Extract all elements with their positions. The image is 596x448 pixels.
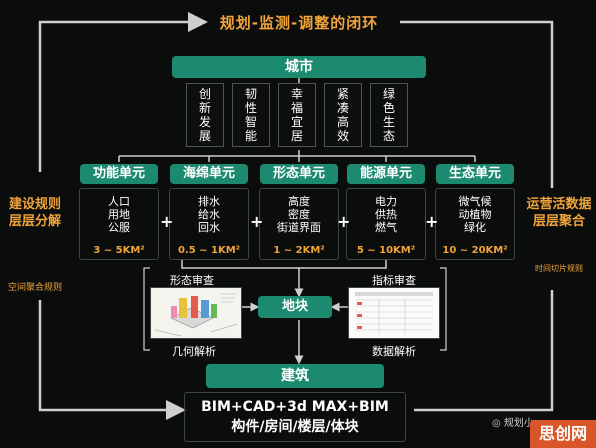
unit-item: 电力: [375, 195, 397, 208]
unit-item: 回水: [198, 221, 220, 234]
form-review-title: 形态审查: [170, 274, 214, 287]
unit-area: 1 ~ 2KM²: [273, 245, 325, 256]
building-node[interactable]: 建筑: [206, 364, 384, 388]
pillar-compactness: 紧凑高效: [324, 83, 362, 147]
plus-sign: +: [250, 212, 264, 231]
wechat-icon: ◎: [492, 418, 504, 429]
unit-area: 10 ~ 20KM²: [442, 245, 508, 256]
site-logo: 思创网: [530, 420, 596, 448]
unit-item: 高度: [288, 195, 310, 208]
right-side-title: 运营活数据层层聚合: [526, 197, 592, 229]
loop-arrow-top-left: [38, 12, 208, 172]
unit-ecology[interactable]: 生态单元: [436, 164, 514, 184]
unit-item: 绿化: [464, 221, 486, 234]
unit-item: 密度: [288, 208, 310, 221]
unit-function-panel: 人口 用地 公服 3 ~ 5KM²: [79, 188, 159, 260]
city-branch: [118, 78, 476, 162]
index-review-frame: [440, 267, 447, 351]
form-review-image: [150, 287, 242, 339]
loop-line-right-bottom: [414, 290, 554, 412]
form-review-caption: 几何解析: [172, 345, 216, 358]
block-node[interactable]: 地块: [258, 296, 332, 318]
unit-item: 人口: [108, 195, 130, 208]
pillar-resilience: 韧性智能: [232, 83, 270, 147]
form-review-bracket: [181, 260, 300, 276]
unit-energy-panel: 电力 供热 燃气 5 ~ 10KM²: [346, 188, 426, 260]
tools-line-1: BIM+CAD+3d MAX+BIM: [201, 399, 389, 415]
left-side-title: 建设规则层层分解: [8, 197, 61, 229]
unit-sponge-panel: 排水 给水 回水 0.5 ~ 1KM²: [169, 188, 249, 260]
loop-line-top-right: [400, 20, 554, 188]
unit-area: 0.5 ~ 1KM²: [177, 245, 241, 256]
pillar-livability: 幸福宜居: [278, 83, 316, 147]
unit-form-panel: 高度 密度 街道界面 1 ~ 2KM²: [259, 188, 339, 260]
form-review-frame: [143, 267, 150, 351]
unit-item: 动植物: [458, 208, 492, 221]
unit-item: 用地: [108, 208, 130, 221]
index-review-title: 指标审查: [372, 274, 416, 287]
unit-item: 燃气: [375, 221, 397, 234]
unit-item: 供热: [375, 208, 397, 221]
loop-arrow-left-bottom: [38, 300, 186, 420]
index-review-caption: 数据解析: [372, 345, 416, 358]
index-review-bracket: [299, 260, 387, 269]
left-side-subtitle: 空间聚合规则: [7, 283, 62, 293]
3d-model-icon: [151, 288, 241, 338]
tools-panel: BIM+CAD+3d MAX+BIM 构件/房间/楼层/体块: [184, 392, 406, 442]
plus-sign: +: [160, 212, 174, 231]
watermark: ◎ 规划小: [492, 414, 592, 429]
unit-area: 5 ~ 10KM²: [356, 245, 416, 256]
unit-ecology-panel: 微气候 动植物 绿化 10 ~ 20KM²: [435, 188, 515, 260]
unit-sponge[interactable]: 海绵单元: [170, 164, 248, 184]
right-side-subtitle: 时间切片规则: [535, 264, 583, 273]
unit-item: 排水: [198, 195, 220, 208]
pillar-ecology: 绿色生态: [370, 83, 408, 147]
unit-energy[interactable]: 能源单元: [347, 164, 425, 184]
plus-sign: +: [337, 212, 351, 231]
plus-sign: +: [425, 212, 439, 231]
unit-area: 3 ~ 5KM²: [93, 245, 145, 256]
unit-item: 给水: [198, 208, 220, 221]
unit-item: 微气候: [458, 195, 492, 208]
unit-form[interactable]: 形态单元: [260, 164, 338, 184]
pillar-innovation: 创新发展: [186, 83, 224, 147]
unit-item: 街道界面: [277, 221, 321, 234]
index-review-table: [348, 287, 440, 339]
city-node[interactable]: 城市: [172, 56, 426, 78]
tools-line-2: 构件/房间/楼层/体块: [231, 419, 359, 435]
watermark-text: 规划小: [503, 418, 534, 429]
unit-item: 公服: [108, 221, 130, 234]
unit-function[interactable]: 功能单元: [80, 164, 158, 184]
loop-title: 规划-监测-调整的闭环: [219, 14, 379, 32]
data-table-icon: [349, 288, 439, 338]
